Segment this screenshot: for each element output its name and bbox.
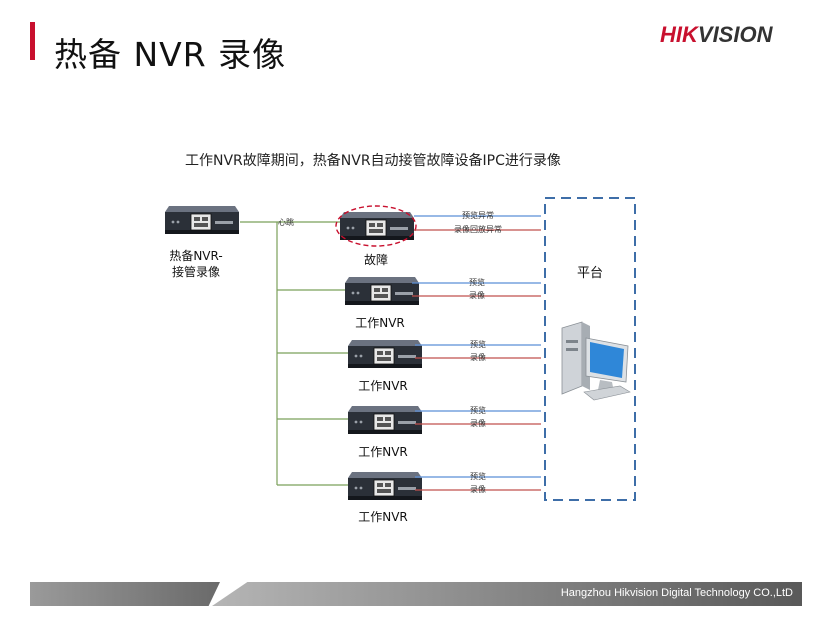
faulty-playback-label: 录像回放异常 [454, 224, 502, 234]
logo-suffix: VISION [697, 22, 773, 47]
working-nvr-device [347, 405, 423, 435]
faulty-nvr-device [339, 211, 415, 241]
faulty-nvr-label: 故障 [364, 252, 388, 267]
logo-prefix: HIK [660, 22, 698, 47]
working-nvr-label: 工作NVR [358, 510, 408, 524]
heartbeat-label: 心跳 [278, 217, 294, 227]
page-title: 热备 NVR 录像 [54, 35, 287, 74]
working-nvr-device [347, 339, 423, 369]
preview-label: 预览 [470, 471, 486, 481]
working-nvr-label: 工作NVR [358, 379, 408, 393]
working-nvr-device [344, 276, 420, 306]
diagram-caption: 工作NVR故障期间，热备NVR自动接管故障设备IPC进行录像 [185, 153, 561, 169]
footer-bar-left [30, 582, 220, 606]
hikvision-logo: HIKVISION [660, 22, 772, 48]
platform-label: 平台 [577, 266, 603, 281]
faulty-preview-label: 预览异常 [462, 210, 494, 220]
computer-icon [561, 321, 631, 401]
hot-standby-nvr-device [164, 205, 240, 235]
preview-label: 预览 [469, 277, 485, 287]
title-accent-bar [30, 22, 35, 60]
working-nvr-label: 工作NVR [355, 316, 405, 330]
fault-highlight-ellipse [335, 205, 417, 247]
record-label: 录像 [470, 352, 486, 362]
working-nvr-device [347, 471, 423, 501]
working-nvr-label: 工作NVR [358, 445, 408, 459]
record-label: 录像 [470, 484, 486, 494]
preview-label: 预览 [470, 405, 486, 415]
preview-label: 预览 [470, 339, 486, 349]
hot-standby-label-line2: 接管录像 [172, 264, 220, 279]
footer-company: Hangzhou Hikvision Digital Technology CO… [560, 587, 793, 599]
record-label: 录像 [469, 290, 485, 300]
record-label: 录像 [470, 418, 486, 428]
footer-bar-right [212, 582, 802, 606]
hot-standby-label-line1: 热备NVR- [169, 249, 222, 263]
platform-box [544, 197, 636, 501]
